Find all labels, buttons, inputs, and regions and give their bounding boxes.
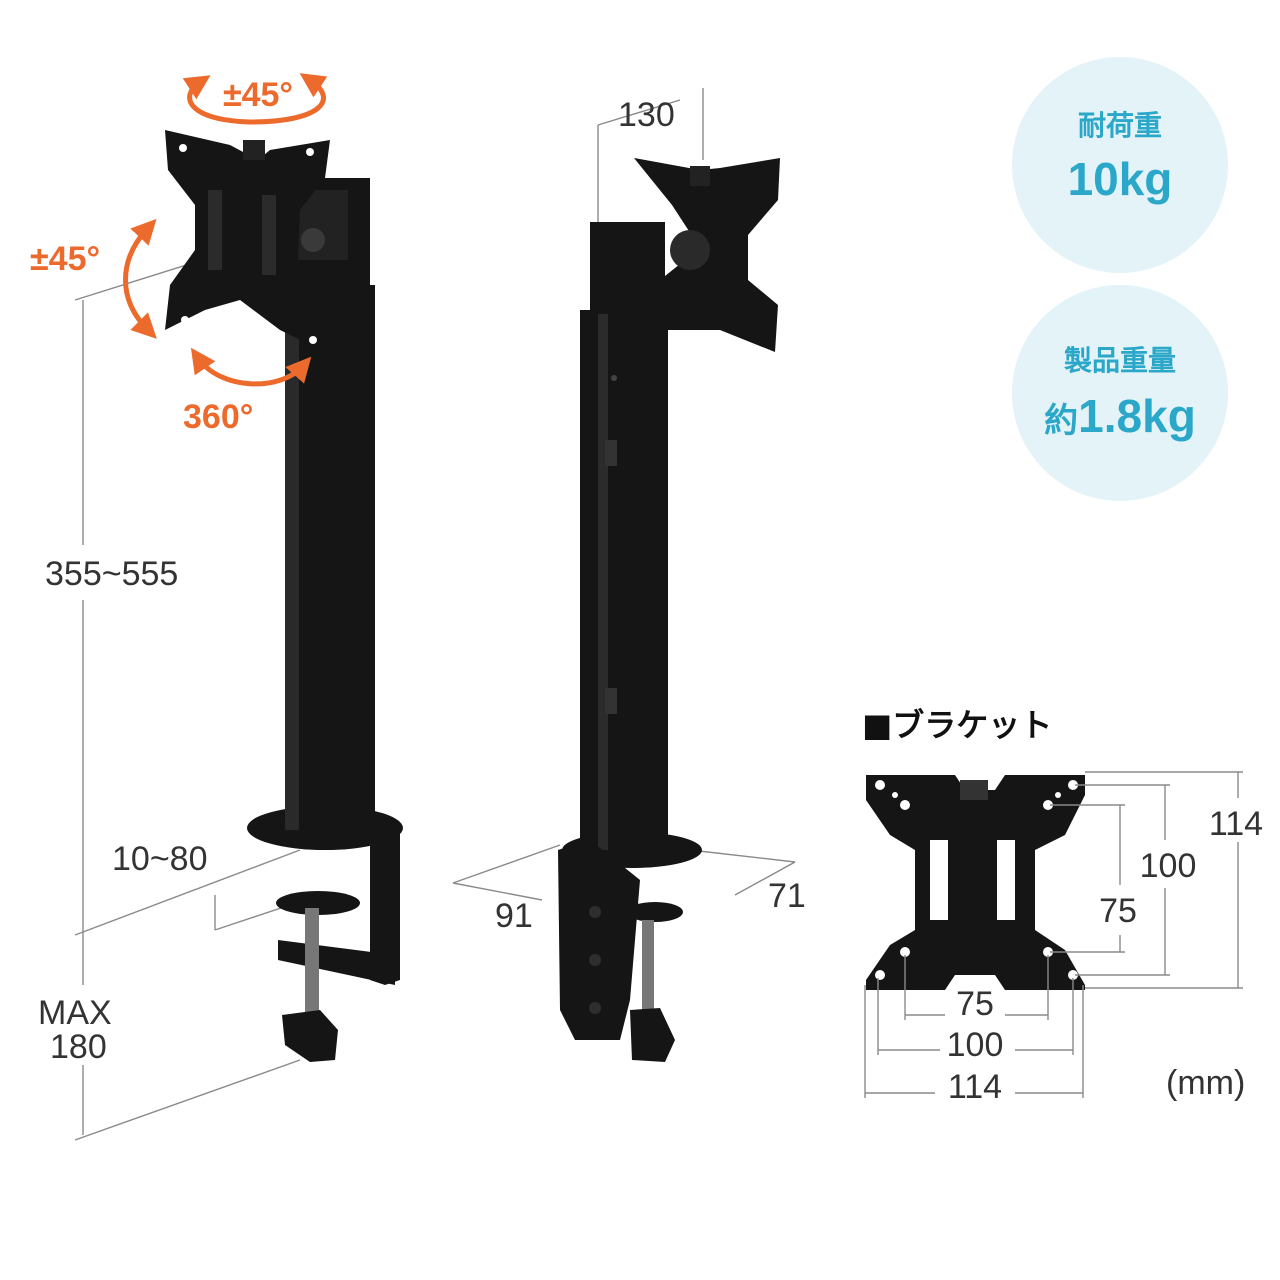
product-weight-value: 1.8kg [1078,390,1196,442]
bracket-h-114: 114 [948,1068,1002,1106]
product-weight-label: 製品重量 [1064,344,1176,377]
load-capacity-badge: 耐荷重 10kg [1012,57,1228,273]
base-width-label: 71 [768,877,806,915]
load-capacity-value: 10kg [1068,153,1173,205]
bracket-v-75: 75 [1099,892,1137,930]
height-range-label: 355~555 [45,555,178,593]
bracket-h-75: 75 [956,985,994,1023]
bracket-plate [866,775,1085,990]
base-depth-label: 91 [495,897,533,935]
rotate-annotation: 360° [183,347,312,436]
product-weight-line: 約1.8kg [1044,390,1196,442]
product-weight-badge: 製品重量 約1.8kg [1012,285,1228,501]
tilt-annotation: ±45° [30,218,157,339]
clamp-range-label: 10~80 [112,840,208,878]
desk-max-value: 180 [50,1028,107,1066]
product-weight-prefix: 約 [1044,401,1078,441]
tilt-angle-label: ±45° [30,240,100,278]
swivel-annotation: ±45° [182,73,328,125]
swivel-angle-label: ±45° [223,76,293,114]
bracket-v-114: 114 [1209,805,1263,843]
bracket-v-100: 100 [1140,847,1197,885]
unit-label: (mm) [1166,1064,1245,1102]
top-offset-label: 130 [618,96,675,134]
load-capacity-label: 耐荷重 [1078,109,1162,142]
bracket-h-100: 100 [947,1026,1004,1064]
bracket-dimension-lines [864,771,1243,1098]
front-view-arm [74,130,403,1141]
desk-max-label: MAX [38,994,112,1032]
bracket-title: ■ブラケット [862,706,1052,744]
side-view-arm [452,88,796,1062]
rotate-angle-label: 360° [183,398,253,436]
